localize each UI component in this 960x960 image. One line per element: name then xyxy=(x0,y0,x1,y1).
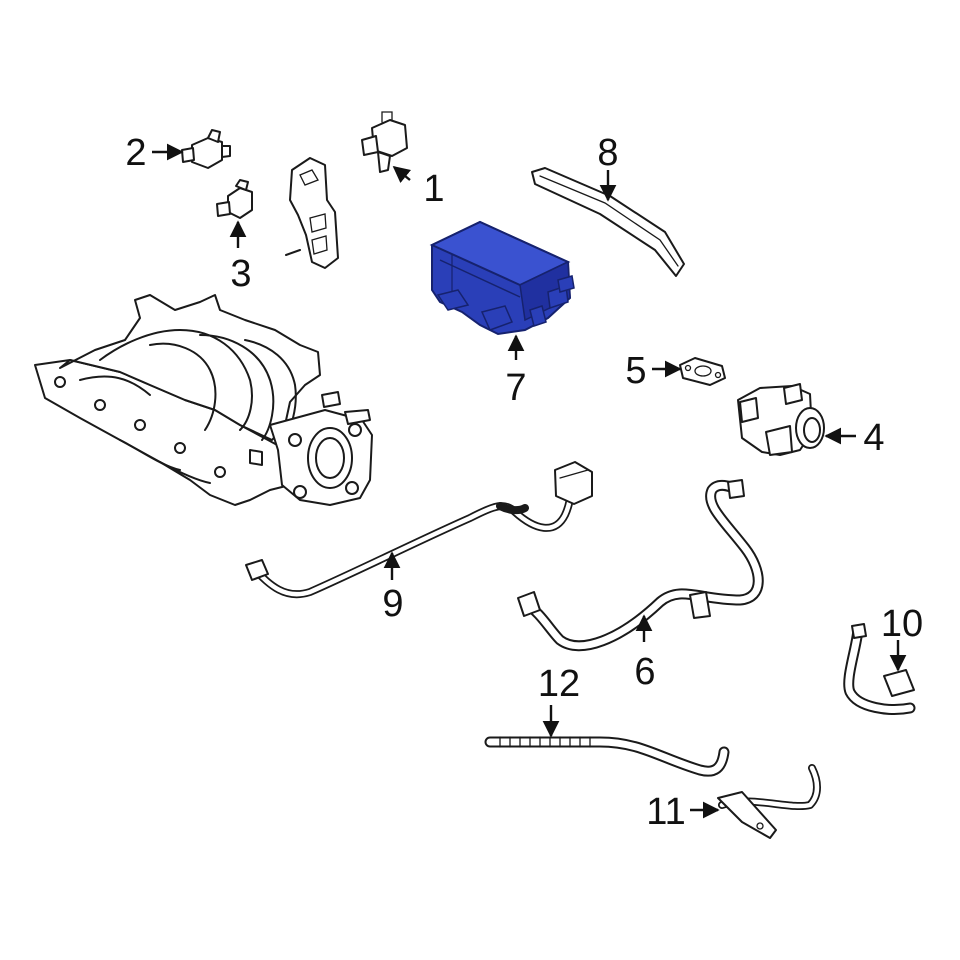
callout-7: 7 xyxy=(505,367,526,409)
part-4-purge-valve xyxy=(737,383,825,456)
callout-12: 12 xyxy=(538,663,580,705)
part-3-sensor xyxy=(216,179,253,219)
callout-9: 9 xyxy=(382,583,403,625)
part-2-sensor xyxy=(181,129,231,169)
part-8-shield-bar xyxy=(531,167,685,277)
callout-labels: 1 2 3 4 5 6 7 8 9 10 11 12 xyxy=(125,132,923,833)
callout-10: 10 xyxy=(881,603,923,645)
callout-2: 2 xyxy=(125,132,146,174)
part-10-hose-elbow xyxy=(843,623,916,715)
part-9-hose-assembly xyxy=(245,461,593,599)
intake-manifold xyxy=(34,294,373,506)
mounting-bracket xyxy=(285,157,339,269)
part-6-hose xyxy=(517,479,764,652)
callout-arrows xyxy=(152,143,907,819)
arrow-1 xyxy=(392,165,412,184)
callout-8: 8 xyxy=(597,132,618,174)
callout-3: 3 xyxy=(230,253,251,295)
callout-11: 11 xyxy=(646,791,685,833)
part-11-bracket-pipe xyxy=(717,764,821,839)
callout-1: 1 xyxy=(423,168,444,210)
part-1-valve xyxy=(361,111,408,173)
part-5-gasket xyxy=(679,357,726,386)
callout-4: 4 xyxy=(863,417,884,459)
part-7-charcoal-canister xyxy=(429,220,575,336)
part-12-pipe xyxy=(484,736,730,777)
callout-5: 5 xyxy=(625,350,646,392)
callout-6: 6 xyxy=(634,651,655,693)
